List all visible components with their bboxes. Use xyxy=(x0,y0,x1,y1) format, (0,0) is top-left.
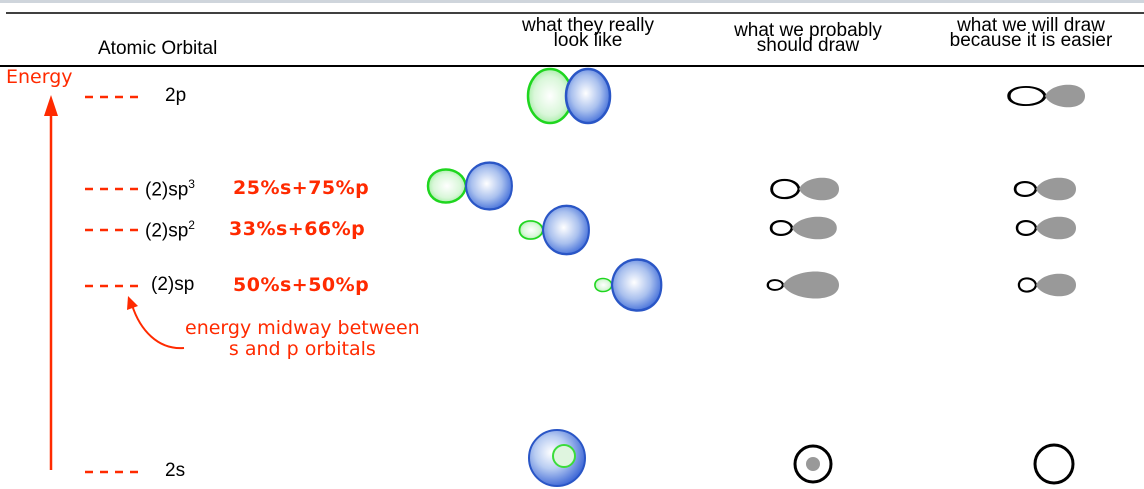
level-sp-composition: 50%s+50%p xyxy=(233,274,369,296)
energy-arrow xyxy=(44,95,58,470)
note-arrow xyxy=(127,296,184,348)
header-really-look: what they really look like xyxy=(488,18,688,48)
sp2-orbital-probable xyxy=(771,217,837,240)
sp2-orbital-real xyxy=(519,206,588,254)
header-will-draw-line2: because it is easier xyxy=(920,33,1142,48)
sp-orbital-real xyxy=(595,260,661,311)
energy-midway-note: energy midway between s and p orbitals xyxy=(185,318,420,360)
sp3-orbital-easy xyxy=(1015,178,1076,201)
note-line2: s and p orbitals xyxy=(185,339,420,360)
level-sp2-exponent: 2 xyxy=(188,218,195,232)
sp3-orbital-probable xyxy=(772,178,839,201)
s-orbital-easy xyxy=(1035,445,1073,483)
level-sp3-exponent: 3 xyxy=(188,177,195,191)
sp2-orbital-easy xyxy=(1017,217,1076,240)
level-sp3-composition: 25%s+75%p xyxy=(233,177,369,199)
level-sp-label: (2)sp xyxy=(151,274,194,296)
level-2p-label: 2p xyxy=(165,85,186,107)
s-orbital-probable xyxy=(795,446,831,482)
sp3-orbital-real xyxy=(428,163,512,210)
level-sp2-label: (2)sp2 xyxy=(145,218,195,242)
level-sp2-composition: 33%s+66%p xyxy=(229,218,365,240)
p-orbital-easy xyxy=(1009,85,1085,108)
sp-orbital-easy xyxy=(1019,274,1076,297)
header-atomic-orbital: Atomic Orbital xyxy=(98,38,217,60)
note-line1: energy midway between xyxy=(185,318,420,339)
level-sp2-name: (2)sp xyxy=(145,220,188,241)
header-will-draw: what we will draw because it is easier xyxy=(920,18,1142,48)
header-probably-draw: what we probably should draw xyxy=(703,23,913,53)
level-dashes xyxy=(85,97,144,472)
top-bar-strip xyxy=(0,0,1144,3)
s-orbital-real xyxy=(529,430,585,486)
energy-axis-label: Energy xyxy=(6,66,73,88)
sp-orbital-probable xyxy=(768,271,839,298)
p-orbital-real xyxy=(528,69,610,123)
header-really-look-line2: look like xyxy=(488,33,688,48)
level-2s-label: 2s xyxy=(165,460,185,482)
level-sp3-name: (2)sp xyxy=(145,179,188,200)
level-sp3-label: (2)sp3 xyxy=(145,177,195,201)
